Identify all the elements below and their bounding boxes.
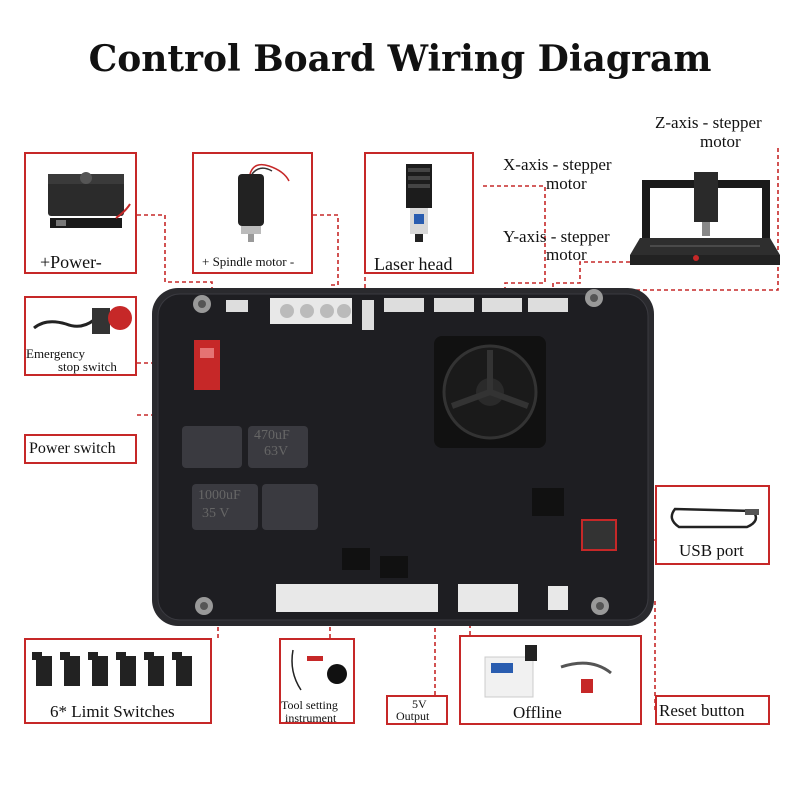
reset-label: Reset button	[659, 701, 745, 720]
spindle-label: + Spindle motor -	[202, 254, 295, 269]
power-switch-label: Power switch	[29, 440, 116, 457]
estop-label-line2: stop switch	[58, 359, 117, 374]
laser-callout: Laser head	[364, 152, 474, 274]
laser-image	[406, 164, 432, 242]
x-axis-label-line1: X-axis - stepper	[503, 155, 612, 174]
board-cap1v: 63V	[264, 444, 289, 459]
power-label: +Power-	[40, 252, 102, 272]
wire-spindle	[313, 214, 339, 286]
board-cap1: 470uF	[254, 428, 290, 443]
z-axis-label-line2: motor	[700, 132, 741, 151]
usb-callout: USB port	[655, 485, 770, 565]
limit-label: 6* Limit Switches	[50, 702, 175, 721]
limit-callout: 6* Limit Switches	[24, 638, 212, 724]
power-switch-callout: Power switch	[24, 434, 137, 464]
y-axis-label-line2: motor	[546, 245, 587, 264]
offline-controller-image	[484, 645, 612, 698]
control-board: 470uF 63V 1000uF 35 V	[152, 288, 654, 626]
usb-label: USB port	[679, 541, 744, 560]
offline-callout: Offline	[459, 635, 642, 725]
y-axis-label-line1: Y-axis - stepper	[503, 227, 610, 246]
tool-setting-image	[291, 649, 347, 691]
page-title: Control Board Wiring Diagram	[88, 38, 712, 80]
estop-callout: Emergency stop switch	[24, 296, 137, 376]
spindle-image	[238, 163, 290, 242]
usb-cable-image	[670, 507, 759, 529]
board-cap2v: 35 V	[202, 506, 230, 521]
v5-label-line1: 5V	[412, 697, 427, 711]
board-image	[152, 288, 654, 626]
laser-label: Laser head	[374, 254, 453, 274]
estop-image	[33, 306, 132, 334]
spindle-callout: + Spindle motor -	[192, 152, 313, 274]
cnc-machine-image	[630, 172, 780, 265]
board-cap2: 1000uF	[198, 488, 241, 503]
estop-label-line1: Emergency	[26, 346, 85, 361]
limit-switch-images	[32, 652, 192, 686]
z-axis-label-line1: Z-axis - stepper	[655, 113, 762, 132]
reset-callout: Reset button	[655, 695, 770, 725]
wire-y	[552, 261, 630, 298]
power-supply-callout: +Power-	[24, 152, 137, 274]
tool-label-line2: instrument	[285, 711, 337, 725]
tool-callout: Tool setting instrument	[279, 638, 355, 725]
v5-label-line2: Output	[396, 709, 430, 723]
power-supply-image	[48, 172, 131, 228]
v5-callout: 5V Output	[386, 695, 448, 725]
offline-label: Offline	[513, 703, 562, 722]
tool-label-line1: Tool setting	[281, 698, 338, 712]
x-axis-label-line2: motor	[546, 174, 587, 193]
